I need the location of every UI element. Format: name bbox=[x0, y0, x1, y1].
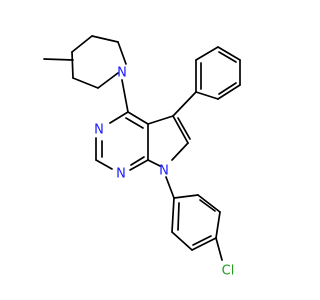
bond bbox=[165, 176, 175, 199]
bond bbox=[215, 237, 223, 261]
bond bbox=[95, 159, 113, 170]
bonds-group bbox=[43, 35, 241, 261]
bond bbox=[109, 111, 129, 124]
bond bbox=[72, 77, 99, 89]
bond bbox=[218, 51, 237, 63]
bond bbox=[129, 159, 149, 171]
bond bbox=[217, 84, 241, 100]
bond bbox=[71, 51, 74, 79]
bond bbox=[173, 194, 199, 199]
atom-label-n-piperidine: N bbox=[117, 66, 127, 81]
atom-label-n-pyrimidine-3: N bbox=[94, 123, 104, 138]
atom-label-chlorine: Cl bbox=[222, 264, 235, 279]
molecule-diagram: N N N N Cl bbox=[43, 35, 241, 279]
bond bbox=[91, 35, 119, 43]
bond bbox=[117, 41, 127, 65]
bond bbox=[97, 72, 119, 89]
bond bbox=[147, 115, 174, 125]
atom-label-n-pyrimidine-1: N bbox=[116, 167, 126, 182]
bond bbox=[71, 35, 93, 53]
bond bbox=[127, 111, 149, 125]
bond bbox=[192, 235, 212, 246]
bond bbox=[177, 202, 180, 231]
atom-label-n-pyrrole: N bbox=[159, 164, 169, 179]
bond bbox=[171, 231, 193, 251]
bond bbox=[195, 46, 219, 61]
bond bbox=[171, 197, 175, 233]
bond bbox=[217, 46, 241, 61]
bond bbox=[215, 211, 221, 239]
bond bbox=[218, 82, 237, 95]
bond bbox=[195, 91, 219, 100]
bond bbox=[199, 199, 216, 212]
bond bbox=[121, 79, 129, 113]
structure-svg: N N N N Cl bbox=[43, 35, 241, 279]
bond bbox=[43, 58, 74, 61]
bond bbox=[172, 91, 197, 117]
bond bbox=[197, 194, 221, 213]
bond bbox=[171, 142, 189, 161]
bond bbox=[172, 115, 189, 144]
bond bbox=[191, 237, 217, 251]
bond bbox=[177, 117, 191, 140]
bond bbox=[130, 156, 145, 166]
bond bbox=[147, 159, 161, 167]
bond bbox=[125, 117, 144, 129]
atom-labels-group: N N N N Cl bbox=[94, 66, 234, 279]
